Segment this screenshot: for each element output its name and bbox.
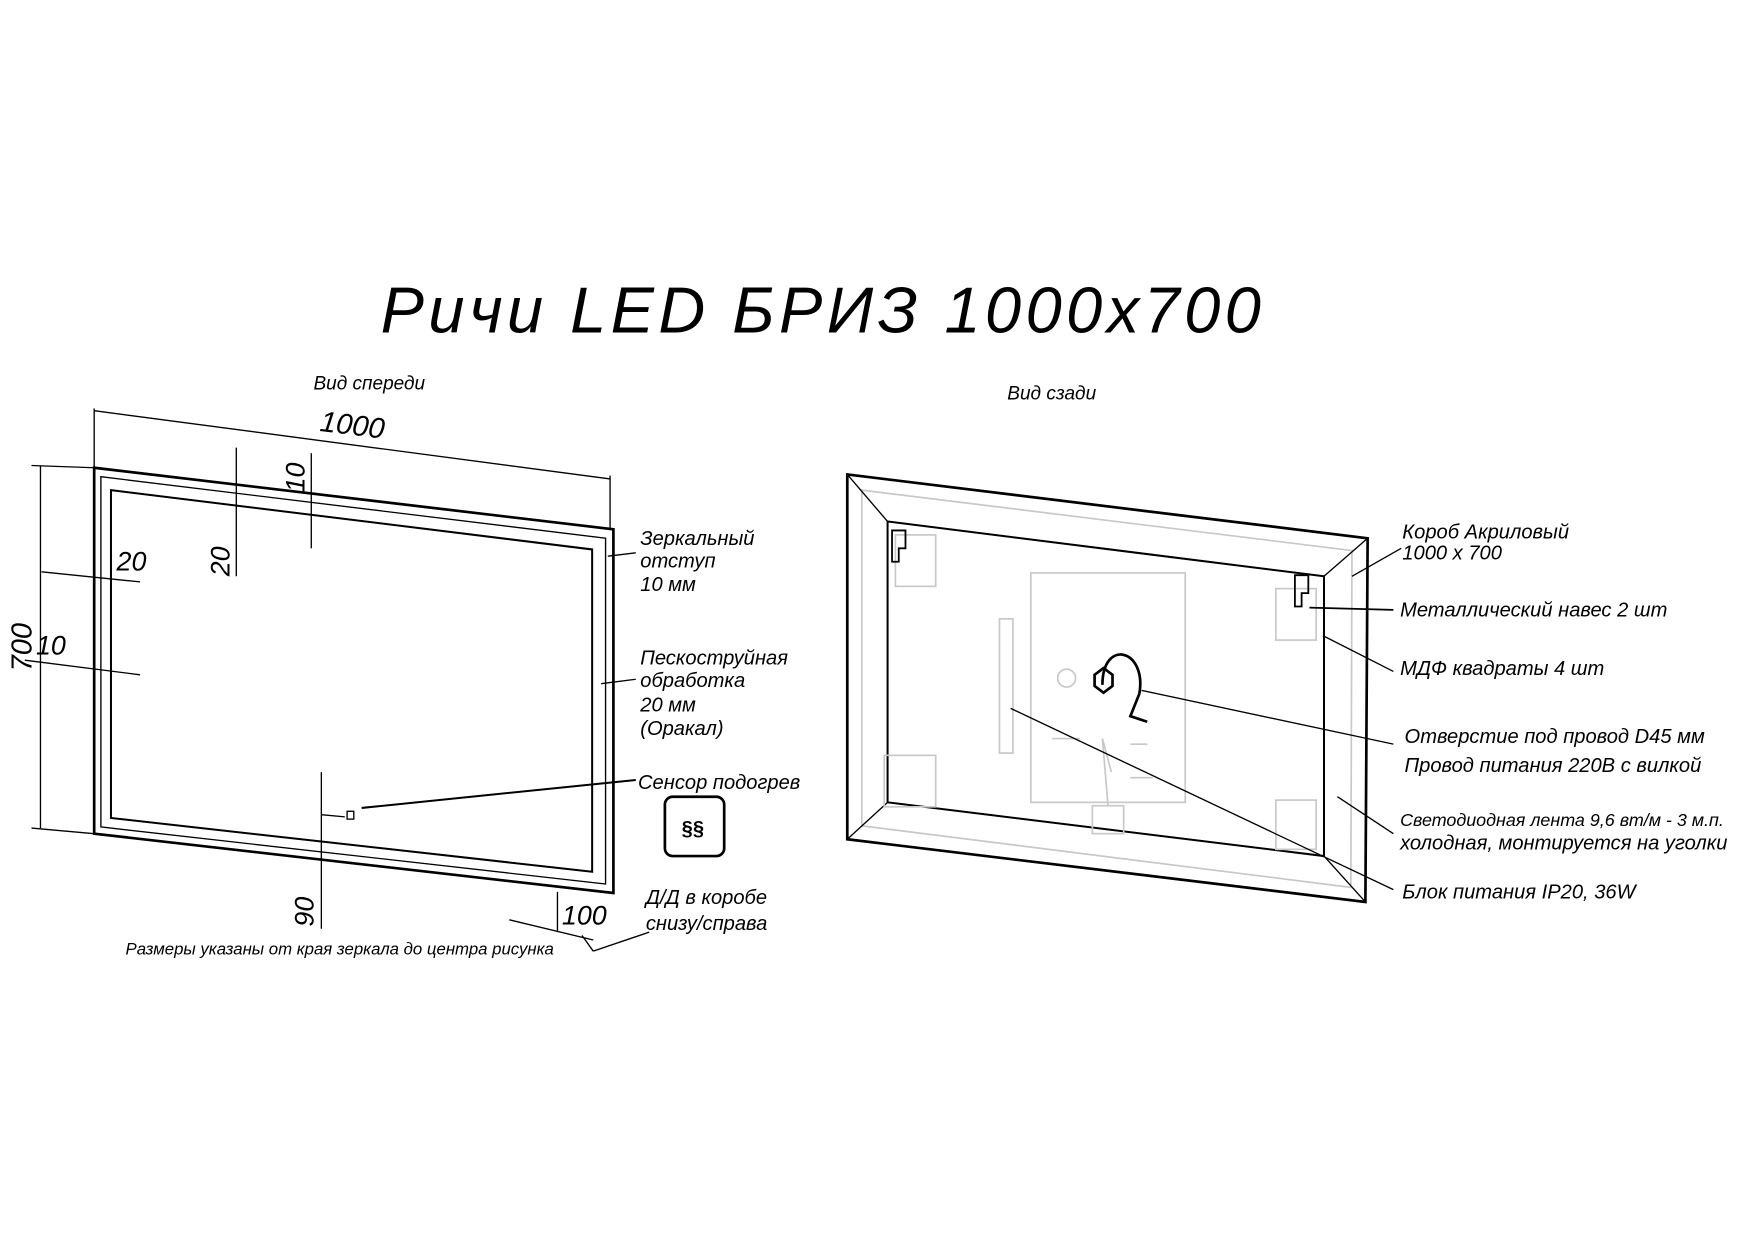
dd-label-1: Д/Д в коробе [644,887,767,909]
sandblast-label-1: Пескоструйная [640,648,788,670]
dim-width: 1000 [318,406,386,446]
dd-label-2: снизу/справа [646,913,767,935]
sandblast-label-3: 20 мм [639,695,696,717]
drawing-title: Ричи LED БРИЗ 1000x700 [381,273,1266,346]
mdf-square [883,754,937,808]
hole-label: Отверстие под провод D45 мм [1405,726,1705,748]
dim-height: 700 [7,623,39,672]
led-label-2: холодная, монтируется на уголки [1399,832,1727,854]
dim-top-20: 20 [206,546,236,577]
hanger-icon [891,529,1310,608]
svg-text:§§: §§ [682,818,704,840]
front-view-heading: Вид спереди [314,373,426,394]
mirror-offset-label-3: 10 мм [640,574,696,596]
led-profile [998,617,1014,754]
mdf-square [1275,587,1317,641]
front-view: Вид спереди 1000 700 20 10 20 10 90 Сенс… [7,373,801,958]
box-label-1: Короб Акриловый [1402,521,1569,543]
mdf-label: МДФ квадраты 4 шт [1400,658,1604,680]
hanger-label: Металлический навес 2 шт [1400,600,1667,622]
sensor-label: Сенсор подогрев [638,772,800,794]
sandblast-label-2: обработка [640,670,745,692]
mdf-square [894,534,937,588]
psu-label: Блок питания IP20, 36W [1402,882,1637,904]
mirror-outline [92,466,615,895]
box-label-2: 1000 x 700 [1402,543,1502,565]
cable-label: Провод питания 220В с вилкой [1405,755,1702,777]
dim-left-20: 20 [116,547,147,577]
mdf-square [1275,799,1317,851]
heating-icon: §§ [663,795,726,858]
sensor-button [346,810,355,820]
dim-left-10: 10 [36,631,66,661]
dim-bottom-90: 90 [290,897,320,927]
mirror-inset [100,475,607,885]
mirror-offset-label-1: Зеркальный [640,528,754,550]
back-view: Вид сзади Короб Акриловый 1000 x 700 Мет… [845,383,1727,904]
led-label-1: Светодиодная лента 9,6 вт/м - 3 м.п. [1400,810,1724,830]
sandblast-line [109,488,594,873]
sandblast-label-4: (Оракал) [640,718,723,740]
dim-top-10: 10 [281,462,311,492]
hole-icon [1056,668,1077,688]
footnote: Размеры указаны от края зеркала до центр… [126,940,554,959]
cable-hole-icon [1093,666,1114,695]
back-view-heading: Вид сзади [1007,383,1096,404]
mirror-offset-label-2: отступ [640,550,715,572]
dim-corner-100: 100 [562,900,607,930]
